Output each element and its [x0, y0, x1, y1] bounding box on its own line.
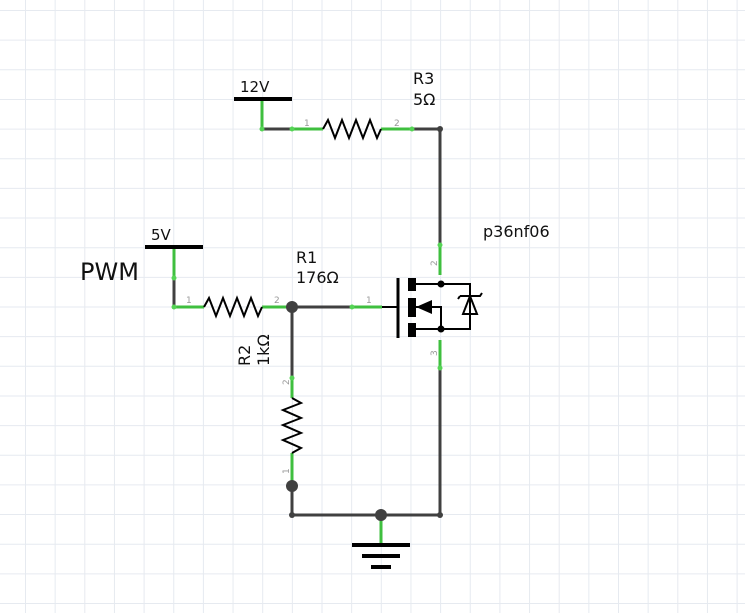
- wires: [172, 127, 442, 517]
- q-gate-pin-label: 1: [366, 296, 372, 306]
- junction-r1-bottom: [286, 480, 298, 492]
- r2-pin1-label: 1: [186, 296, 192, 306]
- junctions: [286, 126, 443, 521]
- pin-legs: [172, 100, 442, 545]
- r3-pin2-label: 2: [394, 119, 400, 129]
- pwm-label: PWM: [80, 258, 139, 286]
- r3-pin1-label: 1: [304, 119, 310, 129]
- junction-ground: [375, 509, 387, 521]
- supply-12v-label: 12V: [240, 78, 270, 96]
- junction-gate-node: [286, 301, 298, 313]
- r1-name: R1: [296, 248, 317, 267]
- r3-value: 5Ω: [413, 90, 435, 109]
- q-source-pin-label: 3: [430, 350, 440, 356]
- resistor-r3[interactable]: [322, 117, 382, 141]
- wire-r3-to-drain[interactable]: [410, 127, 442, 247]
- body-diode: [461, 293, 479, 315]
- r2-value: 1kΩ: [254, 334, 273, 366]
- r1-value: 176Ω: [296, 268, 339, 287]
- r2-name: R2: [235, 345, 254, 366]
- r1-pin1-label: 1: [282, 468, 292, 474]
- r2-pin2-label: 2: [274, 296, 280, 306]
- mosfet-q1[interactable]: [382, 278, 483, 338]
- q-drain-pin-label: 2: [430, 260, 440, 266]
- wire-ground-bus[interactable]: [290, 366, 442, 517]
- supply-5v-label: 5V: [151, 226, 172, 244]
- ground-symbol[interactable]: [352, 543, 410, 569]
- r1-pin2-label: 2: [282, 379, 292, 385]
- pin-endpoints: [171, 126, 443, 381]
- resistor-r1[interactable]: [280, 397, 304, 454]
- mosfet-label: p36nf06: [483, 222, 550, 241]
- r3-name: R3: [413, 69, 434, 88]
- resistor-r2[interactable]: [203, 295, 263, 319]
